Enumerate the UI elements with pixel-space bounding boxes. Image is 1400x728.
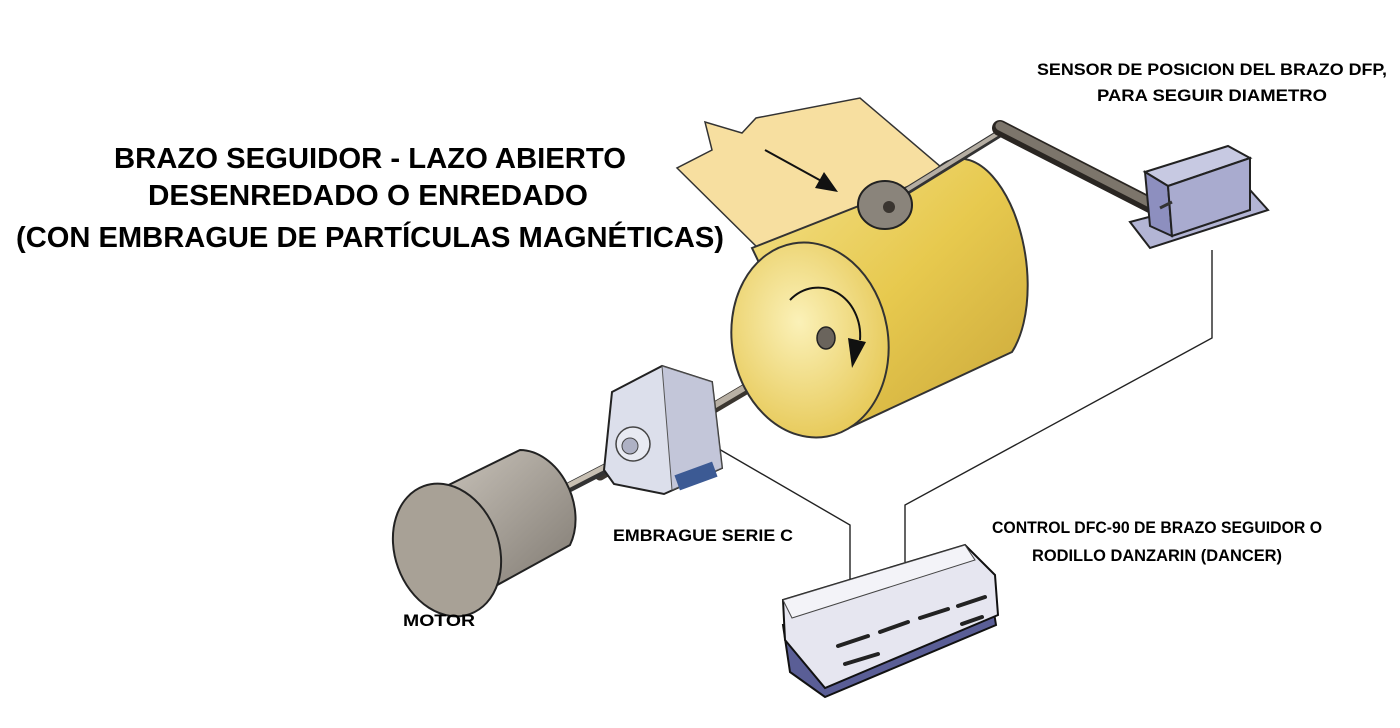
sensor-label-line-1: SENSOR DE POSICION DEL BRAZO DFP, bbox=[1037, 60, 1387, 79]
title-line-3: (CON EMBRAGUE DE PARTÍCULAS MAGNÉTICAS) bbox=[16, 220, 724, 254]
clutch-badge bbox=[674, 461, 718, 491]
control-label-line-1: CONTROL DFC-90 DE BRAZO SEGUIDOR O bbox=[992, 518, 1322, 537]
control-label-line-2: RODILLO DANZARIN (DANCER) bbox=[1032, 546, 1282, 565]
magnetic-particle-clutch bbox=[602, 364, 724, 496]
motor-label: MOTOR bbox=[403, 611, 475, 630]
web-direction-arrow bbox=[764, 149, 838, 192]
rotation-arrow bbox=[789, 286, 862, 341]
signal-wires bbox=[711, 250, 1213, 582]
dfc-90-controller bbox=[781, 543, 1000, 699]
title-line-1: BRAZO SEGUIDOR - LAZO ABIERTO bbox=[114, 143, 626, 175]
clutch-label: EMBRAGUE SERIE C bbox=[613, 526, 793, 545]
material-roll bbox=[730, 157, 1029, 439]
follower-arm bbox=[857, 120, 1168, 230]
position-sensor bbox=[1128, 144, 1270, 250]
title-line-2: DESENREDADO O ENREDADO bbox=[148, 180, 588, 212]
motor bbox=[391, 448, 625, 618]
sensor-label-line-2: PARA SEGUIR DIAMETRO bbox=[1097, 86, 1327, 105]
